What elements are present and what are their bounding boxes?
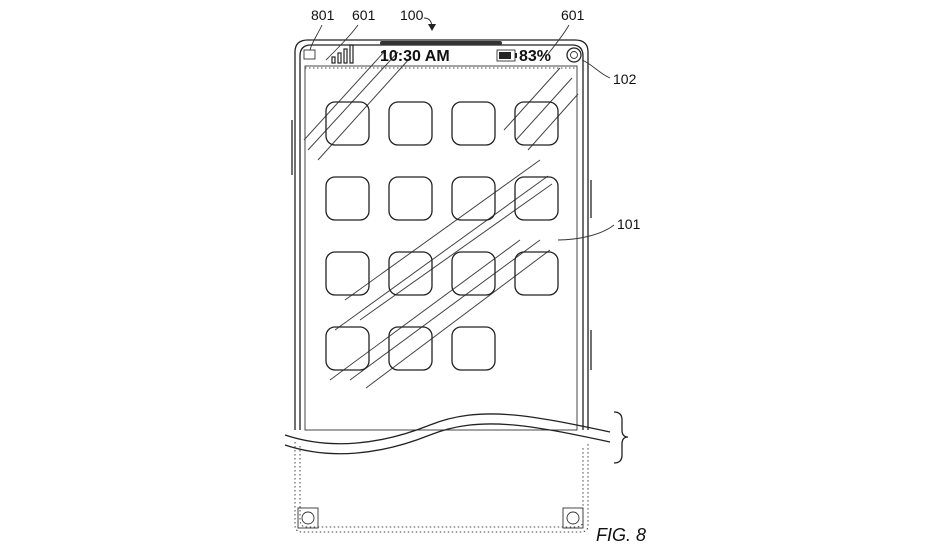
- app-icon[interactable]: [514, 251, 559, 296]
- app-icon-grid: [325, 101, 559, 371]
- ref-801: 801: [311, 7, 335, 23]
- corner-button-icon: [562, 507, 584, 529]
- status-battery-percent: 83%: [519, 48, 551, 65]
- app-icon[interactable]: [325, 326, 370, 371]
- ref-102: 102: [613, 71, 637, 87]
- ref-100: 100: [400, 7, 424, 23]
- app-icon[interactable]: [451, 176, 496, 221]
- leader-102: [581, 59, 611, 79]
- ref-601-right: 601: [561, 7, 585, 23]
- glare-lines: [303, 51, 579, 389]
- app-icon[interactable]: [388, 326, 433, 371]
- brace: [613, 411, 629, 464]
- lower-device-section: [294, 442, 589, 533]
- display-screen: [304, 65, 578, 431]
- app-icon[interactable]: [325, 251, 370, 296]
- app-icon[interactable]: [388, 101, 433, 146]
- figure-label: FIG. 8: [596, 525, 646, 545]
- app-icon[interactable]: [388, 176, 433, 221]
- signal-strength-icon: [331, 44, 354, 64]
- app-icon[interactable]: [451, 326, 496, 371]
- leader-801: [309, 24, 323, 51]
- app-icon[interactable]: [514, 176, 559, 221]
- status-time: 10:30 AM: [380, 48, 450, 65]
- ref-101: 101: [617, 216, 641, 232]
- leader-601-left: [325, 24, 359, 61]
- speaker-slot: [380, 41, 502, 45]
- camera-icon: [566, 47, 582, 63]
- app-icon[interactable]: [388, 251, 433, 296]
- reference-numerals: 801 601 100 601 102 101: [309, 7, 641, 241]
- leader-601-right: [547, 24, 570, 55]
- device-body: [291, 39, 592, 430]
- status-bar: 10:30 AM 83%: [303, 44, 582, 65]
- app-icon[interactable]: [514, 101, 559, 146]
- arrow-100: [428, 24, 436, 31]
- break-lines: [284, 413, 611, 455]
- sensor-icon: [303, 49, 316, 60]
- app-icon[interactable]: [451, 101, 496, 146]
- corner-button-icon: [297, 507, 319, 529]
- leader-101: [557, 224, 615, 241]
- ref-601-left: 601: [352, 7, 376, 23]
- app-icon[interactable]: [325, 176, 370, 221]
- app-icon[interactable]: [325, 101, 370, 146]
- app-icon[interactable]: [451, 251, 496, 296]
- battery-icon: [496, 49, 517, 62]
